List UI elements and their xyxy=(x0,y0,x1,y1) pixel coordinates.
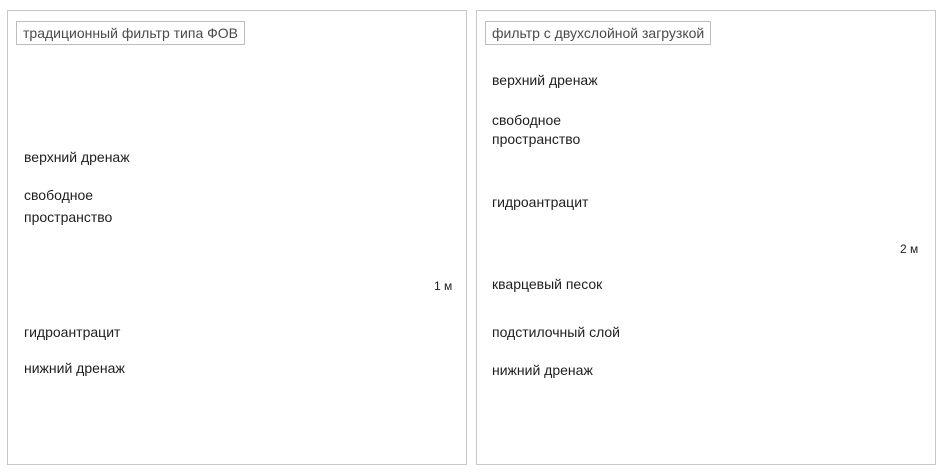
dimension-label-right: 2 м xyxy=(900,242,919,256)
label-top-drain: верхний дренаж xyxy=(24,149,130,165)
label-hydroanthracite: гидроантрацит xyxy=(492,194,589,210)
label-bottom-drain: нижний дренаж xyxy=(492,362,593,378)
panel-traditional-filter: традиционный фильтр типа ФОВ xyxy=(7,10,467,465)
dimension-label-left: 1 м xyxy=(434,279,453,293)
label-free-space-line2: пространство xyxy=(24,209,113,225)
label-top-drain: верхний дренаж xyxy=(492,72,598,88)
panel-title: фильтр с двухслойной загрузкой xyxy=(485,21,712,45)
label-bottom-drain: нижний дренаж xyxy=(24,360,125,376)
label-free-space-line1: свободное xyxy=(492,112,562,128)
label-free-space-line2: пространство xyxy=(492,131,581,147)
label-underlayer: подстилочный слой xyxy=(492,324,620,340)
label-quartz-sand: кварцевый песок xyxy=(492,276,603,292)
panel-title: традиционный фильтр типа ФОВ xyxy=(16,21,245,45)
label-hydroanthracite: гидроантрацит xyxy=(24,324,121,340)
label-free-space-line1: свободное xyxy=(24,187,94,203)
panel-two-layer-filter: фильтр с двухслойной загрузкой xyxy=(476,10,936,465)
